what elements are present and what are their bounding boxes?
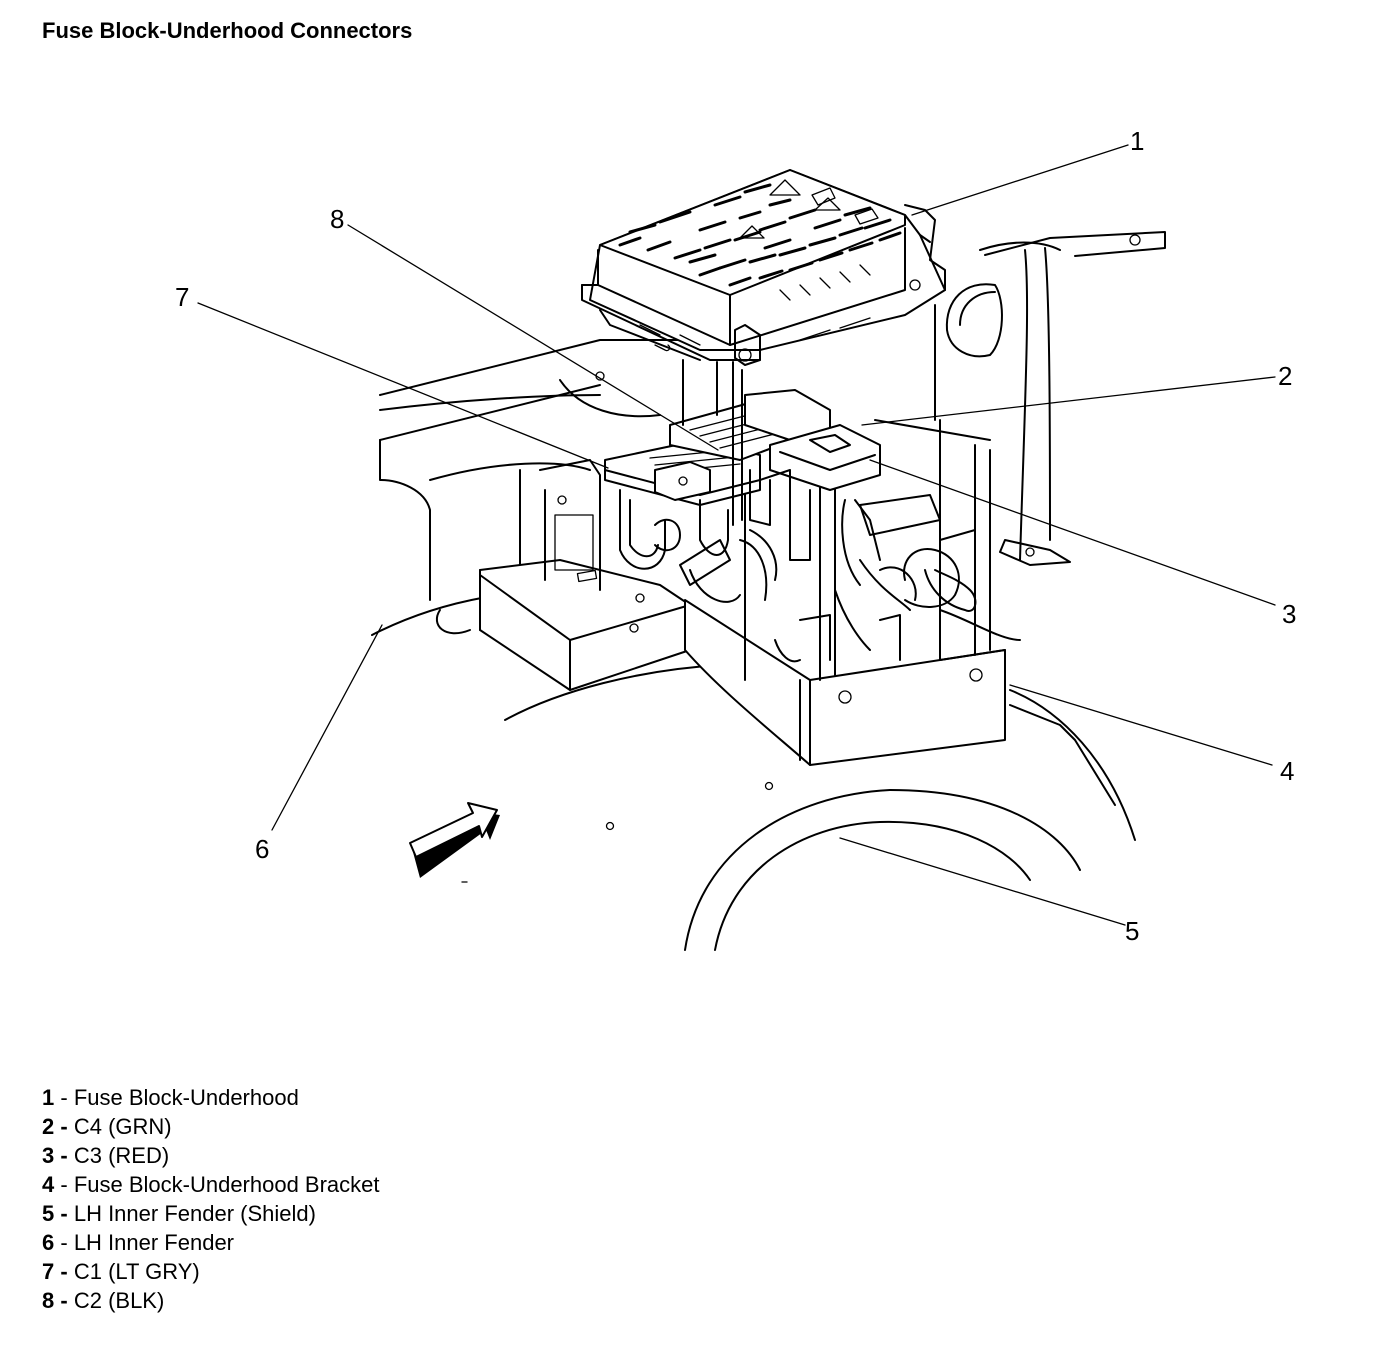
legend-item: 2 - C4 (GRN) [42,1114,172,1139]
bracket-connectors [604,389,977,663]
page-title: Fuse Block-Underhood Connectors [42,18,413,43]
callout-8: 8 [330,204,344,234]
legend-number: 2 [42,1114,55,1139]
legend-text: C3 (RED) [73,1143,170,1168]
fuse-block-underhood [581,169,946,366]
legend-number: 4 [42,1172,55,1197]
legend-item: 6 - LH Inner Fender [42,1230,235,1255]
leader-lines [197,144,1276,926]
legend-number: 8 [42,1288,55,1313]
callout-3: 3 [1282,599,1296,629]
legend-item: 8 - C2 (BLK) [42,1288,165,1313]
callout-1: 1 [1130,126,1144,156]
legend-text: Fuse Block-Underhood Bracket [73,1172,380,1197]
legend-text: C4 (GRN) [73,1114,172,1139]
legend-item: 5 - LH Inner Fender (Shield) [42,1201,316,1226]
leader-line-1 [911,144,1129,216]
legend-item: 7 - C1 (LT GRY) [42,1259,200,1284]
leader-line-2 [861,376,1276,426]
legend-number: 5 [42,1201,55,1226]
alignment-lines [682,304,936,526]
callout-2: 2 [1278,361,1292,391]
callout-5: 5 [1125,916,1139,946]
legend-number: 3 [42,1143,55,1168]
legend-item: 3 - C3 (RED) [42,1143,170,1168]
fuse-cavities [618,179,902,301]
legend-item: 1 - Fuse Block-Underhood [42,1085,299,1110]
legend-text: C2 (BLK) [73,1288,165,1313]
leader-line-4 [1009,684,1273,766]
leader-line-3 [869,459,1276,606]
callout-7: 7 [175,282,189,312]
lh-inner-fender-shield [684,789,1081,951]
direction-arrow-icon [409,802,500,878]
legend-number: 1 [42,1085,55,1110]
lh-inner-fender [371,231,1166,841]
legend-text: Fuse Block-Underhood [73,1085,299,1110]
legend-text: LH Inner Fender (Shield) [73,1201,316,1226]
legend-number: 7 [42,1259,55,1284]
legend-text: LH Inner Fender [73,1230,235,1255]
leader-line-6 [271,624,383,831]
legend: 1 - Fuse Block-Underhood 2 - C4 (GRN) 3 … [42,1083,380,1315]
callout-numbers: 1 2 3 4 5 6 7 8 [175,126,1296,946]
legend-item: 4 - Fuse Block-Underhood Bracket [42,1172,380,1197]
leader-line-5 [839,837,1126,926]
legend-number: 6 [42,1230,55,1255]
callout-6: 6 [255,834,269,864]
leader-line-7 [197,302,609,469]
callout-4: 4 [1280,756,1294,786]
legend-text: C1 (LT GRY) [73,1259,200,1284]
fuse-block-bracket [479,419,1006,766]
leader-line-8 [347,224,719,451]
